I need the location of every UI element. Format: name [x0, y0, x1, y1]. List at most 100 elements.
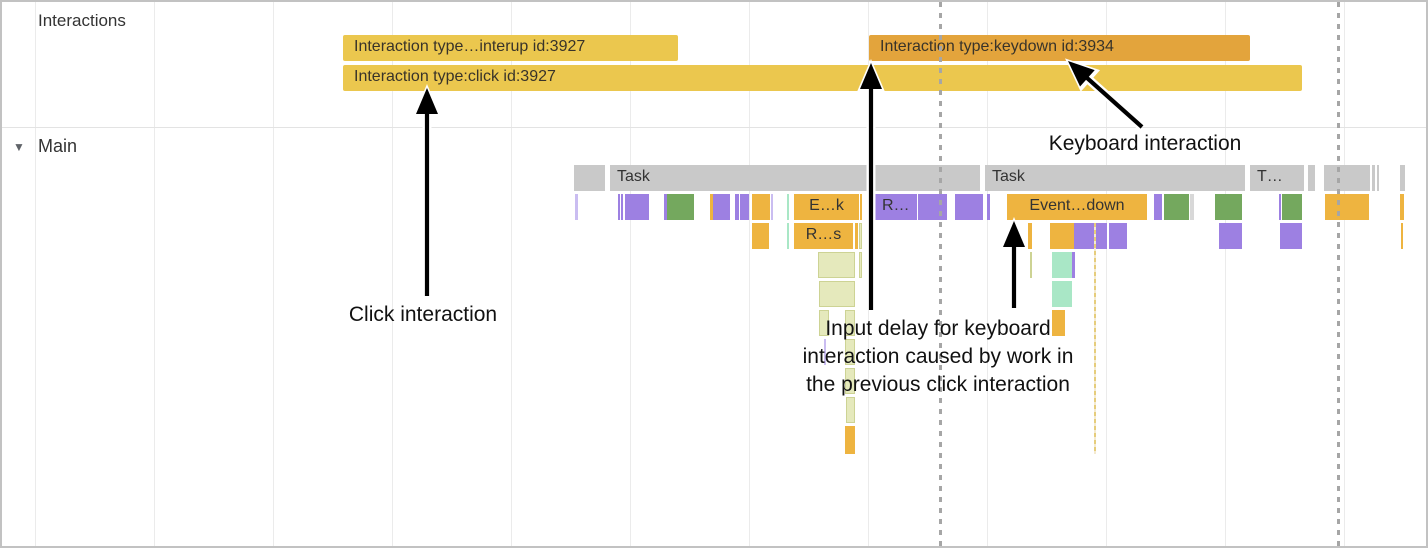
main-track-label[interactable]: Main [38, 136, 78, 156]
task-block[interactable] [1324, 165, 1370, 191]
flame-block[interactable] [845, 310, 855, 336]
flame-block[interactable] [859, 252, 862, 278]
task-block[interactable] [1372, 165, 1375, 191]
gridline [392, 2, 393, 546]
flame-block[interactable] [1154, 194, 1162, 220]
flame-block[interactable] [845, 368, 855, 394]
collapse-triangle-icon[interactable]: ▼ [13, 140, 25, 154]
annotation-line: interaction caused by work in [802, 345, 1074, 368]
task-block[interactable] [574, 165, 605, 191]
flame-block[interactable] [860, 194, 862, 220]
flame-block[interactable] [1052, 310, 1065, 336]
flame-block[interactable] [845, 426, 855, 454]
gridline [1106, 2, 1107, 546]
flame-block[interactable] [846, 397, 855, 423]
flame-block[interactable] [1190, 194, 1194, 220]
thin-flame-line [1094, 223, 1096, 454]
track-separator [2, 127, 1426, 128]
flame-block[interactable] [859, 223, 862, 249]
flame-block[interactable] [621, 194, 623, 220]
task-block[interactable] [1308, 165, 1315, 191]
flame-block[interactable] [1109, 223, 1127, 249]
flame-block[interactable] [664, 194, 667, 220]
flame-block[interactable] [1050, 223, 1074, 249]
flame-block[interactable] [824, 339, 826, 365]
dashed-marker-line [1337, 2, 1340, 546]
recalc-style-block[interactable]: R… [875, 194, 917, 220]
flame-block[interactable] [987, 194, 990, 220]
annotation-line: Keyboard interaction [1048, 132, 1242, 155]
flame-block[interactable] [771, 194, 773, 220]
gridline [630, 2, 631, 546]
flame-block-label: E…k [809, 197, 844, 214]
flame-block[interactable] [1219, 223, 1242, 249]
run-microtasks-block[interactable]: R…s [794, 223, 853, 249]
flame-block[interactable] [752, 223, 769, 249]
gridline [273, 2, 274, 546]
task-block[interactable] [1377, 165, 1379, 191]
pointerup-interaction-bar[interactable]: Interaction type…interup id:3927 [343, 35, 678, 61]
task-block[interactable] [1400, 165, 1405, 191]
flame-block[interactable] [1052, 281, 1072, 307]
flame-block[interactable] [735, 194, 739, 220]
event-keydown-block[interactable]: Event…down [1007, 194, 1147, 220]
flame-block[interactable] [819, 310, 829, 336]
annotation-line: Click interaction [348, 303, 498, 326]
flame-block[interactable] [1052, 252, 1072, 278]
gridline [511, 2, 512, 546]
annotation-line: the previous click interaction [806, 373, 1070, 396]
flame-block[interactable] [955, 194, 983, 220]
task-block[interactable]: Task [985, 165, 1245, 191]
flame-block[interactable] [1400, 194, 1404, 220]
keydown-interaction-bar[interactable]: Interaction type:keydown id:3934 [869, 35, 1250, 61]
gridline [154, 2, 155, 546]
flame-block-label: Event…down [1029, 197, 1125, 214]
flame-block-label: Task [992, 168, 1025, 185]
flame-block[interactable] [845, 339, 855, 365]
task-block[interactable]: T… [1250, 165, 1304, 191]
gridline [749, 2, 750, 546]
flame-block[interactable] [740, 194, 749, 220]
flame-block[interactable] [787, 223, 789, 249]
interactions-track-label: Interactions [38, 11, 126, 30]
flame-block-label: R… [882, 197, 910, 214]
flame-block[interactable] [713, 194, 730, 220]
flame-block-label: T… [1257, 168, 1283, 185]
flame-block[interactable] [625, 194, 649, 220]
flame-block[interactable] [855, 223, 858, 249]
flame-block[interactable] [787, 194, 789, 220]
flame-block[interactable] [1164, 194, 1189, 220]
flame-block[interactable] [575, 194, 578, 220]
flame-block[interactable] [819, 281, 855, 307]
interaction-bar-label: Interaction type:click id:3927 [354, 68, 556, 85]
flame-block[interactable] [818, 252, 855, 278]
interaction-bar-label: Interaction type…interup id:3927 [354, 38, 586, 55]
event-click-block[interactable]: E…k [794, 194, 859, 220]
flame-block[interactable] [1401, 223, 1403, 249]
click-interaction-bar[interactable]: Interaction type:click id:3927 [343, 65, 1302, 91]
task-block[interactable]: Task [610, 165, 980, 191]
flame-block[interactable] [1279, 194, 1281, 220]
flame-block-label: Task [617, 168, 650, 185]
flame-block[interactable] [667, 194, 694, 220]
keyboard-interaction-note: Keyboard interaction [1049, 130, 1242, 158]
gridline [1225, 2, 1226, 546]
flame-block[interactable] [1028, 223, 1032, 249]
flame-block[interactable] [710, 194, 713, 220]
flame-block[interactable] [1282, 194, 1302, 220]
flame-block[interactable] [1215, 194, 1242, 220]
flame-block[interactable] [1074, 223, 1107, 249]
flame-block-label: R…s [805, 226, 842, 243]
gridline [987, 2, 988, 546]
flame-block[interactable] [1280, 223, 1302, 249]
flame-block[interactable] [1325, 194, 1369, 220]
flame-block[interactable] [1030, 252, 1032, 278]
flame-block[interactable] [918, 194, 947, 220]
flame-block[interactable] [618, 194, 620, 220]
click-interaction-note: Click interaction [349, 301, 497, 329]
flame-block[interactable] [1072, 252, 1075, 278]
flame-block[interactable] [752, 194, 770, 220]
interaction-bar-label: Interaction type:keydown id:3934 [880, 38, 1114, 55]
